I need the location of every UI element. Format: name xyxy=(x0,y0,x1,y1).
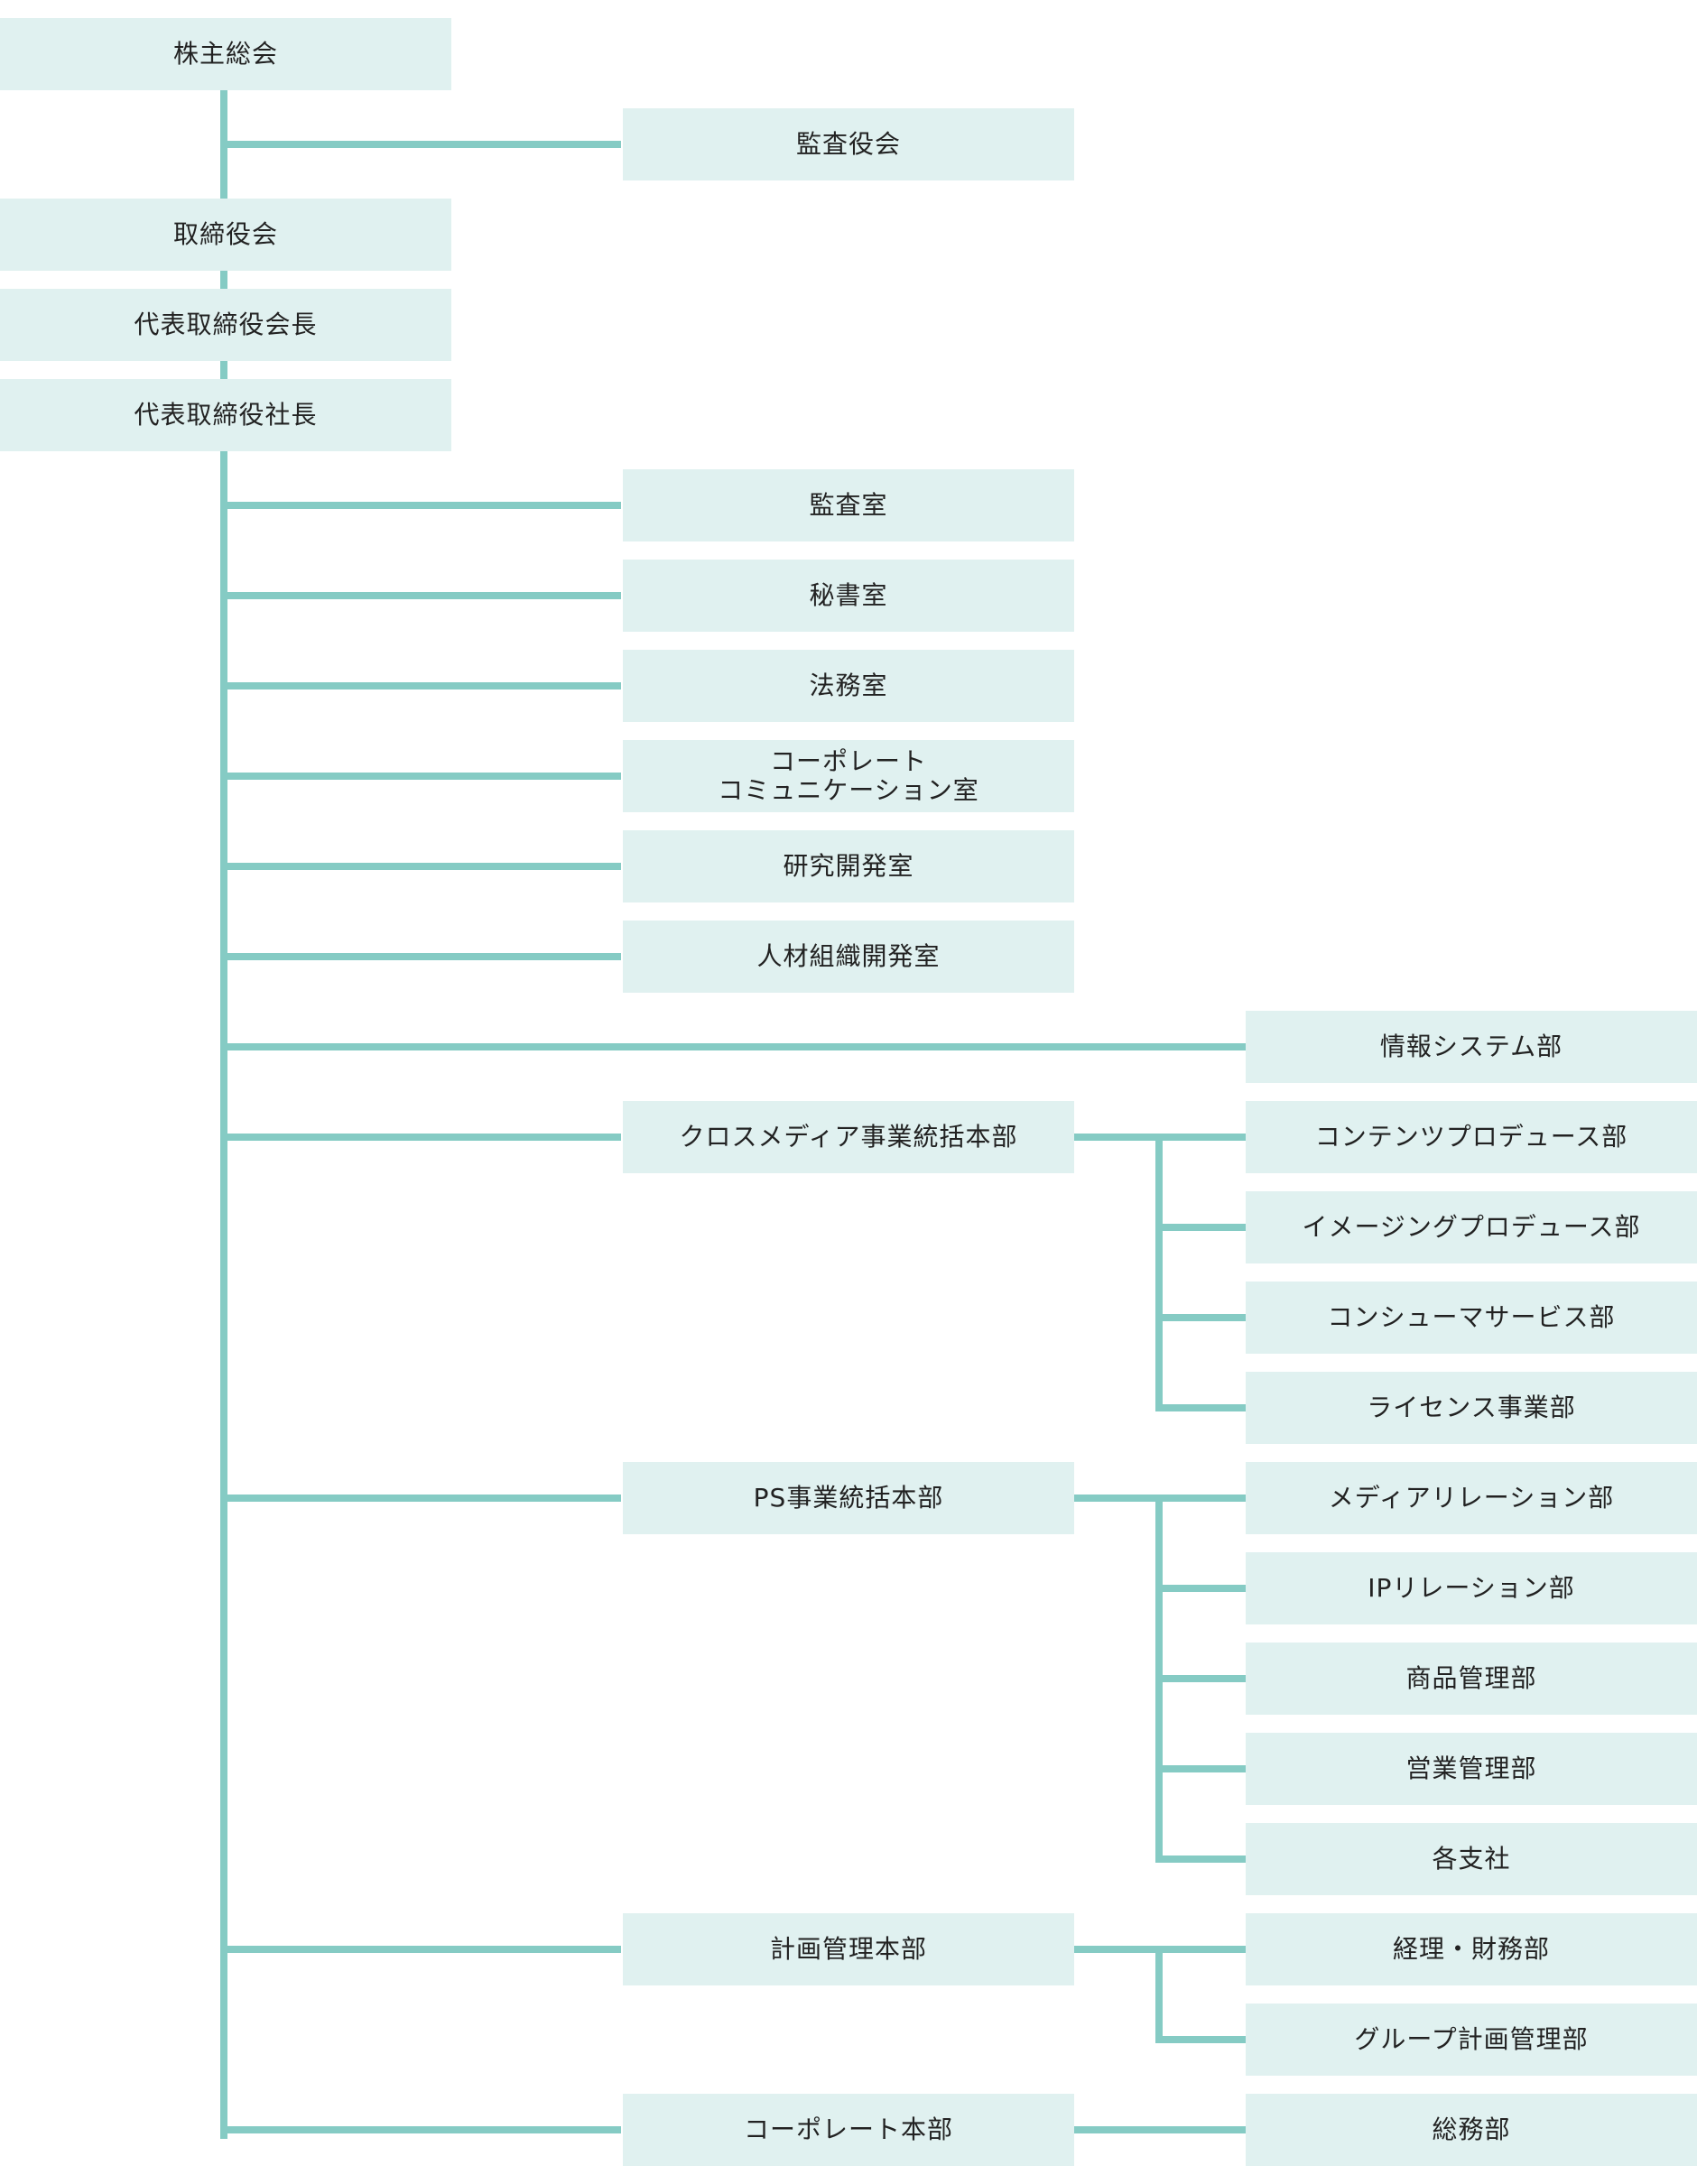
connector-office-4 xyxy=(224,863,621,870)
connector-division-0 xyxy=(224,1134,621,1141)
department-box: 各支社 xyxy=(1246,1823,1697,1895)
division-box: クロスメディア事業統括本部 xyxy=(623,1101,1074,1173)
division-box: 計画管理本部 xyxy=(623,1913,1074,1985)
shareholders-box: 株主総会 xyxy=(0,18,451,90)
department-box: グループ計画管理部 xyxy=(1246,2004,1697,2076)
department-box: 総務部 xyxy=(1246,2094,1697,2166)
office-box: 監査室 xyxy=(623,469,1074,541)
department-box: ライセンス事業部 xyxy=(1246,1372,1697,1444)
connector-division-0-dept-0 xyxy=(1159,1134,1246,1141)
chairman-box: 代表取締役会長 xyxy=(0,289,451,361)
connector-division-1-dept-3 xyxy=(1159,1765,1246,1772)
president-box: 代表取締役社長 xyxy=(0,379,451,451)
connector-division-2-trunk xyxy=(1155,1946,1163,2043)
connector-division-0-trunk xyxy=(1155,1134,1163,1411)
connector-division-0-dept-3 xyxy=(1159,1404,1246,1411)
department-box: 経理・財務部 xyxy=(1246,1913,1697,1985)
connector-division-3 xyxy=(224,2126,621,2133)
division-box: PS事業統括本部 xyxy=(623,1462,1074,1534)
department-box: メディアリレーション部 xyxy=(1246,1462,1697,1534)
connector-division-1 xyxy=(224,1495,621,1502)
connector-division-1-dept-1 xyxy=(1159,1585,1246,1592)
department-box: コンテンツプロデュース部 xyxy=(1246,1101,1697,1173)
department-box: 情報システム部 xyxy=(1246,1011,1697,1083)
connector-division-1-dept-4 xyxy=(1159,1855,1246,1863)
connector-division-0-out xyxy=(1074,1134,1159,1141)
connector-office-0 xyxy=(224,502,621,509)
connector-division-2-dept-0 xyxy=(1159,1946,1246,1953)
board-box: 取締役会 xyxy=(0,199,451,271)
department-box: コンシューマサービス部 xyxy=(1246,1282,1697,1354)
office-box: コーポレート コミュニケーション室 xyxy=(623,740,1074,812)
auditors-box: 監査役会 xyxy=(623,108,1074,180)
department-box: IPリレーション部 xyxy=(1246,1552,1697,1624)
connector-office-2 xyxy=(224,682,621,689)
connector-division-2-dept-1 xyxy=(1159,2036,1246,2043)
connector-office-3 xyxy=(224,773,621,780)
connector-office-5 xyxy=(224,953,621,960)
office-box: 法務室 xyxy=(623,650,1074,722)
connector-division-1-out xyxy=(1074,1495,1159,1502)
connector-division-0-dept-2 xyxy=(1159,1314,1246,1321)
connector-direct-department xyxy=(224,1043,1246,1050)
office-box: 秘書室 xyxy=(623,560,1074,632)
office-box: 研究開発室 xyxy=(623,830,1074,902)
office-box: 人材組織開発室 xyxy=(623,921,1074,993)
department-box: イメージングプロデュース部 xyxy=(1246,1191,1697,1263)
connector-division-1-dept-0 xyxy=(1159,1495,1246,1502)
connector-division-2 xyxy=(224,1946,621,1953)
connector-division-2-out xyxy=(1074,1946,1159,1953)
connector-main-trunk xyxy=(220,448,227,2139)
connector-division-1-dept-2 xyxy=(1159,1675,1246,1682)
connector-division-3-dept-0 xyxy=(1074,2126,1246,2133)
connector-office-1 xyxy=(224,592,621,599)
connector-division-0-dept-1 xyxy=(1159,1224,1246,1231)
connector-to-auditors xyxy=(224,141,621,148)
department-box: 商品管理部 xyxy=(1246,1643,1697,1715)
division-box: コーポレート本部 xyxy=(623,2094,1074,2166)
department-box: 営業管理部 xyxy=(1246,1733,1697,1805)
